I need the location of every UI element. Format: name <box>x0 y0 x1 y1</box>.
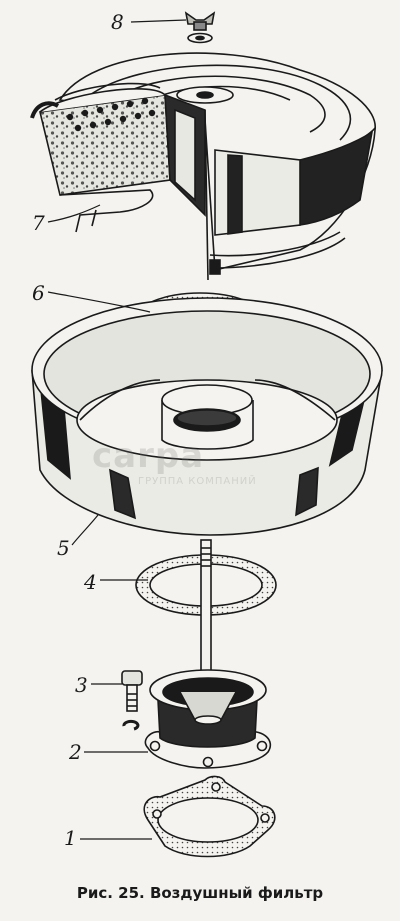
figure-caption: Рис. 25. Воздушный фильтр <box>76 884 324 902</box>
lock-washer <box>122 719 140 731</box>
watermark: carpa ГРУППА КОМПАНИЙ <box>92 436 257 487</box>
callout-3: 3 <box>75 673 88 697</box>
callout-6: 6 <box>32 281 45 305</box>
callout-1: 1 <box>64 826 77 850</box>
filter-cover <box>30 52 376 281</box>
leader-6 <box>47 291 151 313</box>
callout-7: 7 <box>32 211 45 235</box>
center-stud <box>200 539 212 691</box>
base-gasket <box>143 775 276 858</box>
watermark-logo: carpa <box>92 436 205 476</box>
watermark-subtitle: ГРУППА КОМПАНИЙ <box>138 476 257 487</box>
wing-nut <box>184 11 216 44</box>
leader-8 <box>130 19 187 23</box>
callout-2: 2 <box>69 740 82 764</box>
leader-lines <box>47 19 187 840</box>
leader-5 <box>71 514 99 546</box>
filter-mesh-holes <box>66 97 156 132</box>
callout-8: 8 <box>111 10 124 34</box>
bolt <box>121 670 143 712</box>
filter-housing <box>31 297 383 536</box>
flange-adapter <box>144 669 272 769</box>
callout-5: 5 <box>57 536 70 560</box>
callout-4: 4 <box>84 570 97 594</box>
leader-7 <box>47 204 101 223</box>
